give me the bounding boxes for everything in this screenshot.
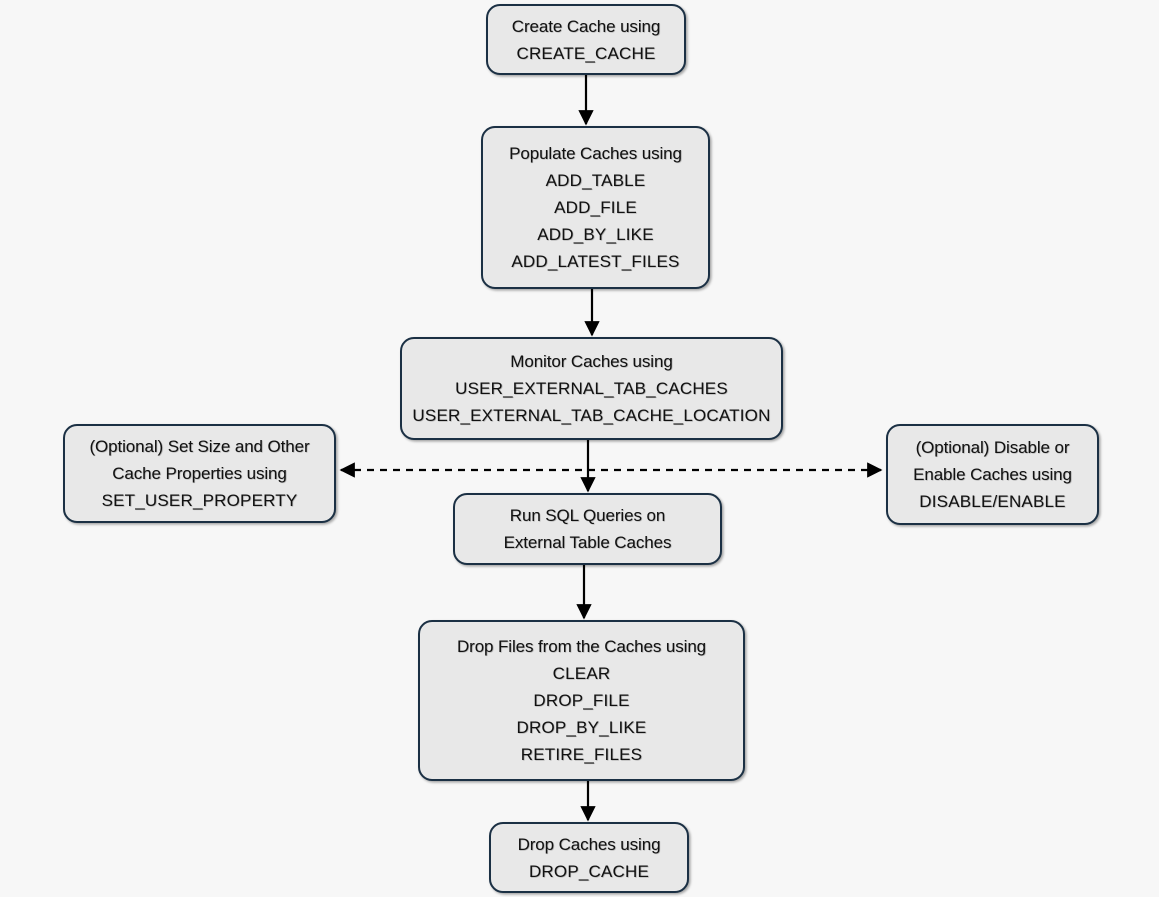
node-drop-files-line-5: RETIRE_FILES bbox=[520, 745, 643, 764]
node-create-cache[interactable]: Create Cache using CREATE_CACHE bbox=[486, 4, 686, 75]
node-populate-caches-line-5: ADD_LATEST_FILES bbox=[511, 252, 680, 271]
node-drop-files[interactable]: Drop Files from the Caches using CLEAR D… bbox=[418, 620, 745, 781]
node-populate-caches-line-1: Populate Caches using bbox=[509, 144, 682, 163]
node-populate-caches[interactable]: Populate Caches using ADD_TABLE ADD_FILE… bbox=[481, 126, 710, 289]
node-disable-enable-caches-line-2: Enable Caches using bbox=[913, 465, 1072, 484]
node-populate-caches-line-4: ADD_BY_LIKE bbox=[537, 225, 654, 244]
node-set-cache-properties-line-3: SET_USER_PROPERTY bbox=[101, 491, 298, 510]
node-drop-files-line-1: Drop Files from the Caches using bbox=[456, 637, 707, 656]
node-disable-enable-caches-line-1: (Optional) Disable or bbox=[915, 438, 1070, 457]
node-disable-enable-caches[interactable]: (Optional) Disable or Enable Caches usin… bbox=[886, 424, 1099, 525]
node-run-sql-queries-line-1: Run SQL Queries on bbox=[509, 506, 666, 525]
node-disable-enable-caches-line-3: DISABLE/ENABLE bbox=[919, 492, 1066, 511]
node-populate-caches-line-3: ADD_FILE bbox=[554, 198, 637, 217]
node-set-cache-properties-line-1: (Optional) Set Size and Other bbox=[89, 437, 310, 456]
node-set-cache-properties[interactable]: (Optional) Set Size and Other Cache Prop… bbox=[63, 424, 336, 523]
node-run-sql-queries[interactable]: Run SQL Queries on External Table Caches bbox=[453, 493, 722, 565]
node-monitor-caches-line-1: Monitor Caches using bbox=[510, 352, 673, 371]
node-drop-caches-line-2: DROP_CACHE bbox=[528, 861, 650, 881]
node-drop-caches-line-1: Drop Caches using bbox=[517, 834, 661, 854]
node-drop-files-line-3: DROP_FILE bbox=[533, 691, 630, 710]
node-drop-files-line-4: DROP_BY_LIKE bbox=[516, 718, 647, 737]
node-set-cache-properties-line-2: Cache Properties using bbox=[112, 464, 287, 483]
node-drop-caches[interactable]: Drop Caches using DROP_CACHE bbox=[489, 822, 689, 893]
node-create-cache-line-1: Create Cache using bbox=[511, 16, 661, 36]
node-monitor-caches[interactable]: Monitor Caches using USER_EXTERNAL_TAB_C… bbox=[400, 337, 783, 440]
node-monitor-caches-line-3: USER_EXTERNAL_TAB_CACHE_LOCATION bbox=[412, 406, 771, 425]
node-run-sql-queries-line-2: External Table Caches bbox=[503, 533, 672, 552]
node-monitor-caches-line-2: USER_EXTERNAL_TAB_CACHES bbox=[455, 379, 728, 398]
node-drop-files-line-2: CLEAR bbox=[552, 664, 611, 683]
node-create-cache-line-2: CREATE_CACHE bbox=[516, 43, 656, 63]
node-populate-caches-line-2: ADD_TABLE bbox=[545, 171, 646, 190]
